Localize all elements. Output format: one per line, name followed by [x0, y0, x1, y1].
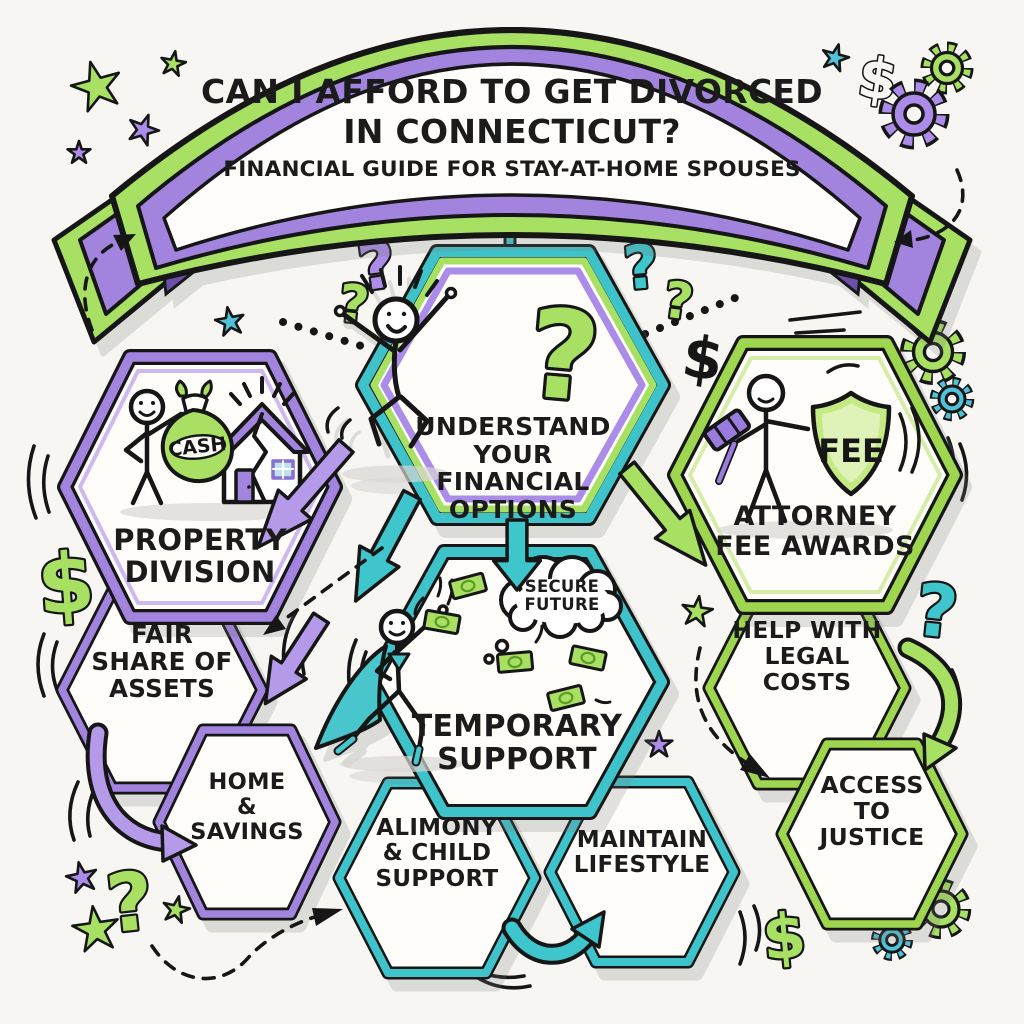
money-bill-icon	[448, 571, 488, 601]
arrow-legal-to-access	[897, 637, 963, 772]
star-icon	[161, 894, 192, 924]
question-mark-icon: ?	[522, 282, 605, 430]
node-label-fair-share: FAIR SHARE OF ASSETS	[91, 620, 233, 703]
dollar-icon: $	[759, 898, 808, 974]
star-icon	[66, 55, 126, 113]
star-icon	[646, 731, 673, 756]
node-label-access: ACCESS TO JUSTICE	[819, 771, 925, 851]
node-alimony	[332, 776, 542, 980]
dollar-icon: $	[34, 535, 98, 634]
decor-bottom-right: $	[757, 878, 972, 977]
banner-title-line1: CAN I AFFORD TO GET DIVORCED	[201, 72, 823, 111]
star-icon	[68, 141, 91, 163]
node-label-home-savings: HOME & SAVINGS	[190, 769, 304, 845]
gear-icon	[878, 78, 950, 150]
dotted-line-right	[641, 292, 744, 338]
node-label-legal-costs: HELP WITH LEGAL COSTS	[732, 616, 882, 696]
gear-icon	[920, 41, 974, 95]
star-icon	[159, 49, 187, 76]
node-label-understand: UNDERSTAND YOUR FINANCIAL OPTIONS	[415, 412, 611, 524]
node-label-temporary: TEMPORARY SUPPORT	[411, 709, 623, 777]
motion-lines	[794, 328, 846, 335]
dotted-line-left	[279, 318, 372, 352]
star-icon	[213, 305, 246, 337]
banner-subtitle: FINANCIAL GUIDE FOR STAY-AT-HOME SPOUSES	[223, 157, 801, 182]
star-icon	[819, 41, 851, 72]
node-label-maintain: MAINTAIN LIFESTYLE	[573, 827, 711, 879]
gear-icon	[910, 878, 972, 940]
star-icon	[680, 594, 714, 627]
jumping-person-icon	[325, 265, 458, 483]
attorney-fee-icon: FEE	[703, 363, 921, 539]
dollar-icon: $	[854, 45, 902, 115]
fee-shield-label: FEE	[818, 432, 884, 470]
arrow-fairshare-to-home	[85, 722, 198, 863]
node-understand-options: ?	[325, 244, 671, 526]
node-home-savings	[152, 723, 342, 921]
node-label-attorney: ATTORNEY FEE AWARDS	[715, 501, 915, 562]
dashed-arrows	[150, 546, 770, 981]
money-bill-icon	[568, 644, 608, 672]
money-bill-icon	[495, 650, 535, 674]
thought-cloud	[483, 555, 623, 665]
node-attorney-fees: FEE	[667, 335, 963, 615]
node-label-alimony: ALIMONY & CHILD SUPPORT	[375, 815, 499, 892]
banner-title-line2: IN CONNECTICUT?	[343, 112, 681, 151]
gear-icon	[871, 919, 913, 961]
decor-bottom-left: ?	[64, 854, 192, 952]
question-mark-icon: ?	[102, 854, 158, 951]
title-banner	[51, 27, 973, 345]
thought-cloud-label: SECURE FUTURE	[524, 577, 600, 615]
money-bill-icon	[546, 684, 586, 712]
node-access-justice	[775, 737, 969, 931]
node-property-division: CASH	[57, 349, 343, 625]
dashed-arrows-top	[83, 168, 965, 332]
node-label-property: PROPERTY DIVISION	[113, 523, 287, 589]
decor-right-mid: ?	[900, 319, 975, 657]
star-icon	[64, 859, 100, 894]
property-division-icon: CASH	[120, 376, 310, 521]
gear-icon	[929, 376, 975, 422]
flow-arrows	[85, 432, 963, 965]
money-bill-icon	[422, 609, 462, 635]
star-icon	[124, 110, 162, 148]
motion-lines	[788, 310, 862, 322]
node-temporary-support	[314, 544, 670, 820]
decor-top-right: $	[819, 41, 974, 150]
temporary-support-icon	[314, 555, 623, 772]
arrow-alimony-to-maintain	[501, 910, 606, 965]
